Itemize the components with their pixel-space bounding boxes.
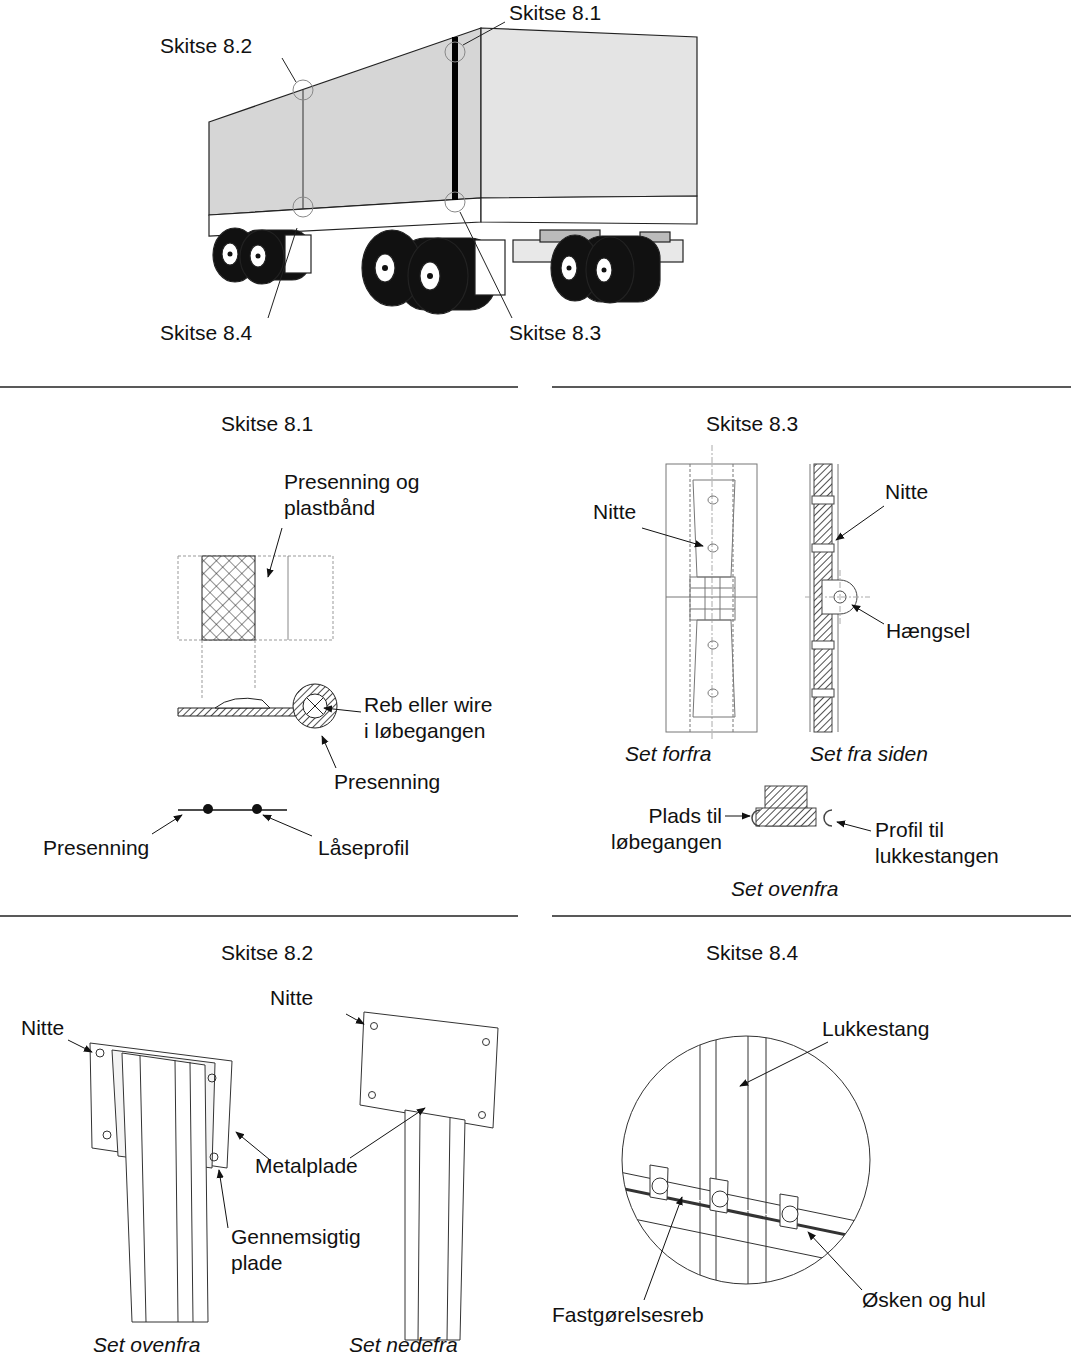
part-label: Profil til lukkestangen: [875, 817, 1025, 869]
sketch-ref: Skitse 8.3: [509, 320, 601, 346]
part-label: Nitte: [885, 479, 928, 505]
sketch-8-3: [642, 445, 884, 831]
part-label: Nitte: [21, 1015, 64, 1041]
view-caption: Set forfra: [625, 741, 711, 767]
sketch-ref: Skitse 8.2: [160, 33, 252, 59]
part-label: Gennemsigtig plade: [231, 1224, 381, 1276]
part-label: Metalplade: [255, 1153, 358, 1179]
part-label: Presenning: [334, 769, 440, 795]
sketch-title: Skitse 8.2: [221, 940, 313, 966]
part-label: Låseprofil: [318, 835, 409, 861]
panel-rule: [0, 387, 1071, 916]
sketch-ref: Skitse 8.1: [509, 0, 601, 26]
sketch-title: Skitse 8.4: [706, 940, 798, 966]
part-label: Hængsel: [886, 618, 970, 644]
part-label: Nitte: [593, 499, 636, 525]
part-label: Presenning og plastbånd: [284, 469, 436, 521]
sketch-8-4: [600, 1030, 900, 1300]
part-label: Presenning: [43, 835, 149, 861]
view-caption: Set ovenfra: [731, 876, 838, 902]
sketch-8-1: [152, 528, 361, 836]
part-label: Plads til løbegangen: [598, 803, 722, 855]
sketch-title: Skitse 8.3: [706, 411, 798, 437]
view-caption: Set fra siden: [810, 741, 928, 767]
part-label: Lukkestang: [822, 1016, 929, 1042]
part-label: Reb eller wire i løbegangen: [364, 692, 497, 744]
trailer: [209, 22, 697, 318]
view-caption: Set nedefra: [349, 1332, 458, 1358]
view-caption: Set ovenfra: [93, 1332, 200, 1358]
sketch-ref: Skitse 8.4: [160, 320, 252, 346]
sketch-8-2: [68, 1012, 498, 1340]
part-label: Fastgørelsesreb: [552, 1302, 704, 1328]
part-label: Nitte: [270, 985, 313, 1011]
part-label: Øsken og hul: [862, 1287, 986, 1313]
sketch-title: Skitse 8.1: [221, 411, 313, 437]
